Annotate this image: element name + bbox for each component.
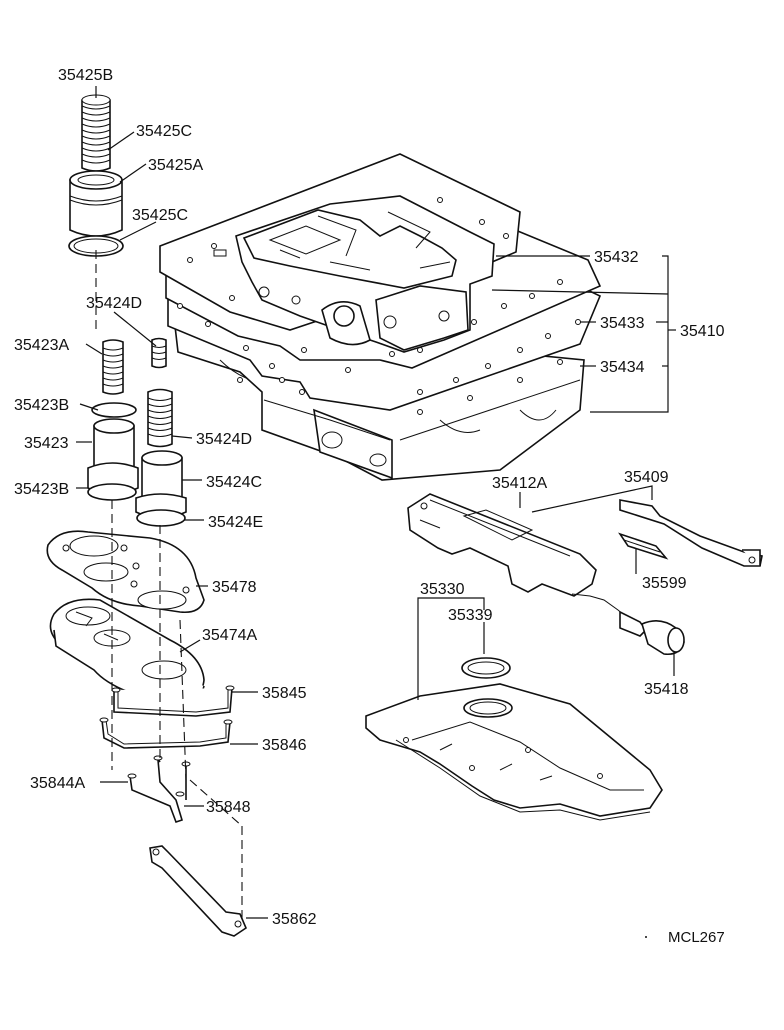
leader-lines — [76, 86, 676, 919]
label-35423: 35423 — [24, 435, 69, 452]
spring-35424D-large — [147, 388, 173, 448]
label-35844A: 35844A — [30, 775, 85, 792]
oil-strainer-35330 — [365, 683, 663, 821]
label-35424D-top: 35424D — [86, 295, 142, 312]
part-labels: 35425B 35425C 35425A 35425C 35424D 35423… — [14, 67, 725, 946]
solenoid-wiring-35412A — [407, 493, 685, 656]
label-35478: 35478 — [212, 579, 257, 596]
label-35425B: 35425B — [58, 67, 113, 84]
label-35424E: 35424E — [208, 514, 263, 531]
label-35599: 35599 — [642, 575, 687, 592]
label-35410: 35410 — [680, 323, 725, 340]
tube-35846 — [99, 717, 233, 749]
spring-35424D-small — [151, 337, 167, 369]
drawing-code: MCL267 — [668, 929, 725, 946]
o-ring-35339 — [461, 657, 511, 679]
label-35409: 35409 — [624, 469, 669, 486]
spring-35423A — [102, 339, 124, 395]
label-35424C: 35424C — [206, 474, 262, 491]
label-35425C-top: 35425C — [136, 123, 192, 140]
label-35433: 35433 — [600, 315, 645, 332]
label-35862: 35862 — [272, 911, 317, 928]
label-35425A: 35425A — [148, 157, 203, 174]
label-35474A: 35474A — [202, 627, 257, 644]
label-35424D-right: 35424D — [196, 431, 252, 448]
assembly-lines-left — [95, 250, 243, 920]
label-35845: 35845 — [262, 685, 307, 702]
spring-35425B — [81, 94, 111, 172]
label-35432: 35432 — [594, 249, 639, 266]
valve-body-assembly-35410 — [159, 153, 602, 481]
gasket-35478 — [46, 530, 205, 614]
label-35423B-top: 35423B — [14, 397, 69, 414]
tube-35845 — [111, 685, 235, 717]
label-35848: 35848 — [206, 799, 251, 816]
cover-35474A — [49, 598, 205, 703]
label-35425C-bottom: 35425C — [132, 207, 188, 224]
label-35339: 35339 — [448, 607, 493, 624]
label-35330: 35330 — [420, 581, 465, 598]
bracket-35862 — [149, 845, 247, 937]
label-35412A: 35412A — [492, 475, 547, 492]
bracket-35409 — [619, 499, 763, 567]
piston-35424C — [135, 450, 187, 527]
piston-35423 — [87, 402, 139, 501]
tube-35848 — [127, 755, 191, 824]
label-35434: 35434 — [600, 359, 645, 376]
label-35846: 35846 — [262, 737, 307, 754]
label-35423A: 35423A — [14, 337, 69, 354]
label-35418: 35418 — [644, 681, 689, 698]
clip-35599 — [618, 532, 669, 560]
corner-dot — [645, 936, 647, 938]
piston-35425A — [69, 170, 123, 237]
label-35423B-bottom: 35423B — [14, 481, 69, 498]
